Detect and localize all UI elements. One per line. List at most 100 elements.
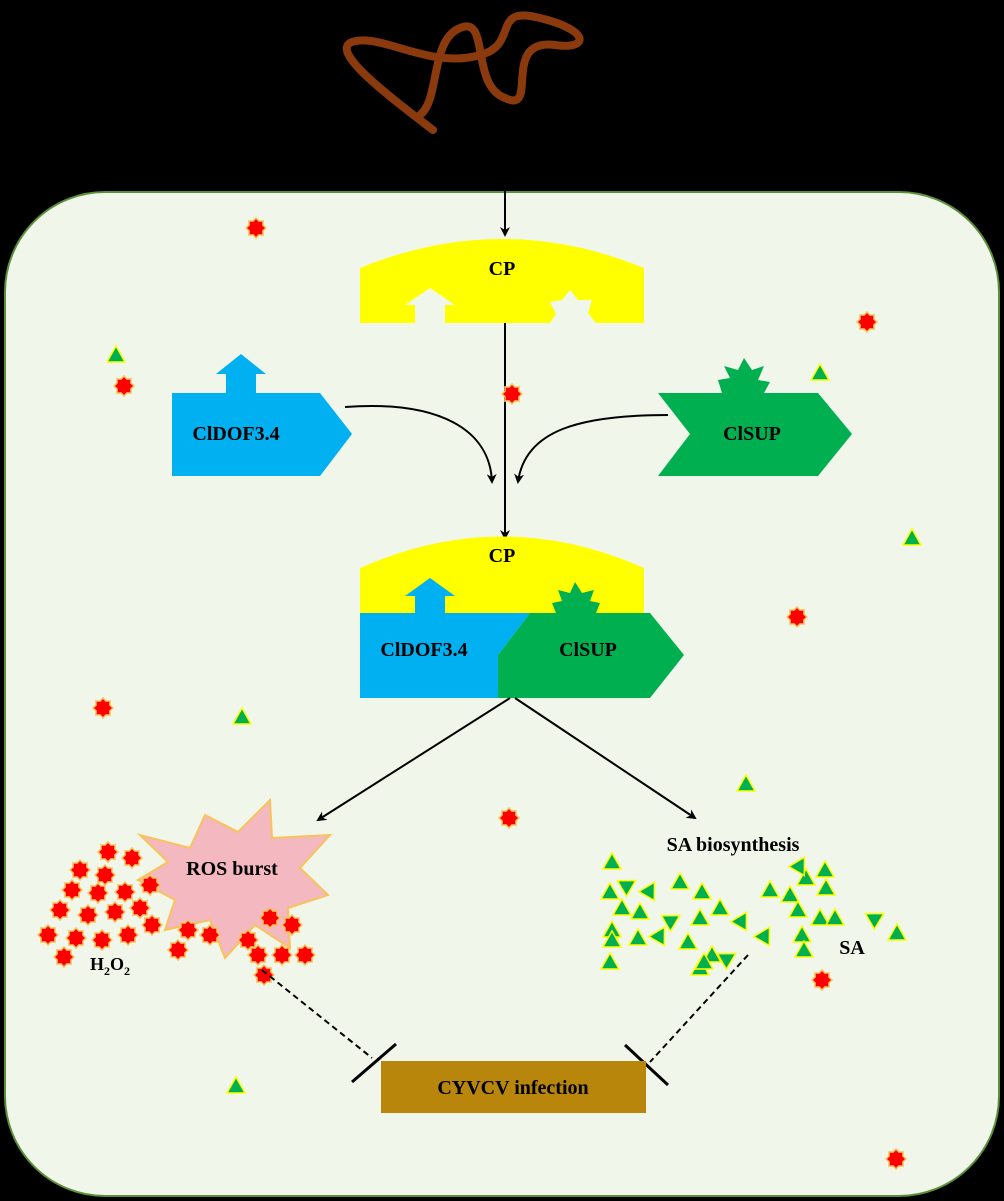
cp-top-label: CP [489, 258, 516, 280]
sa-triangle [231, 706, 253, 725]
clsup-protein: ClSUP [658, 358, 852, 476]
cyvcv-infection-label: CYVCV infection [437, 1077, 588, 1099]
complex-to-ros-arrow [316, 697, 511, 822]
ros-burst-label: ROS burst [186, 858, 278, 880]
sa-triangle [735, 773, 757, 792]
sa-triangle [759, 879, 781, 898]
sa-triangle [105, 344, 127, 363]
sa-triangle [824, 907, 846, 926]
h2o2-dot [497, 806, 521, 830]
h2o2-dot [86, 881, 110, 905]
h2o2-dot [140, 913, 164, 937]
sup-to-complex-arrow [514, 414, 669, 484]
sa-triangle [795, 867, 817, 886]
sa-molecules [599, 851, 908, 976]
sa-triangle [689, 907, 711, 926]
h2o2-dot [270, 943, 294, 967]
h2o2-dot [176, 918, 200, 942]
h2o2-dot [93, 863, 117, 887]
h2o2-dot [52, 945, 76, 969]
complex-clsup-label: ClSUP [559, 639, 617, 661]
h2o2-dot [500, 382, 524, 406]
sa-triangle [660, 914, 682, 933]
h2o2-dot [90, 928, 114, 952]
clsup-label: ClSUP [723, 423, 781, 445]
h2o2-dot [855, 310, 879, 334]
sa-triangle [709, 897, 731, 916]
sa-triangle [669, 871, 691, 890]
h2o2-dot [884, 1147, 908, 1171]
sa-triangle [864, 912, 886, 931]
sa-triangle [729, 910, 748, 932]
cyvcv-infection-box: CYVCV infection [381, 1061, 646, 1113]
ros-inhibition [261, 969, 397, 1084]
sa-triangle [599, 951, 621, 970]
sa-triangle [599, 881, 621, 900]
h2o2-dot [103, 900, 127, 924]
sa-triangle [791, 924, 813, 943]
h2o2-dot [138, 873, 162, 897]
h2o2-dot [120, 846, 144, 870]
h2o2-dot [112, 374, 136, 398]
complex-cldof34-label: ClDOF3.4 [380, 639, 467, 661]
sa-biosynthesis-label: SA biosynthesis [667, 834, 800, 856]
sa-triangle [886, 922, 908, 941]
sa-triangle [752, 925, 771, 947]
sa-triangle [647, 925, 666, 947]
sa-inhibition [623, 954, 749, 1087]
dof-to-complex-arrow [344, 405, 497, 484]
sa-triangle [787, 899, 809, 918]
cp-protein-top: CP [360, 239, 644, 323]
sa-triangle [716, 952, 738, 971]
sa-triangle [627, 927, 649, 946]
h2o2-dot [258, 906, 282, 930]
cldof34-label: ClDOF3.4 [192, 423, 279, 445]
sa-triangle [225, 1075, 247, 1094]
virus-squiggle [342, 11, 584, 134]
scattered-molecules [91, 216, 923, 1171]
h2o2-dot [96, 840, 120, 864]
h2o2-dot [116, 923, 140, 947]
h2o2-dot [113, 880, 137, 904]
sa-triangle [629, 901, 651, 920]
sa-triangle [693, 951, 715, 970]
h2o2-dot [293, 943, 317, 967]
sa-triangle [809, 362, 831, 381]
h2o2-molecules [36, 840, 317, 987]
h2o2-dot [68, 858, 92, 882]
cldof34-protein: ClDOF3.4 [172, 354, 352, 476]
sa-triangle [793, 939, 815, 958]
ros-burst: ROS burst [135, 797, 333, 960]
h2o2-dot [785, 605, 809, 629]
sa-triangle [601, 851, 623, 870]
sa-triangle [616, 879, 638, 898]
cp-complex: CP ClDOF3.4 ClSUP [360, 536, 684, 698]
h2o2-dot [198, 923, 222, 947]
sa-triangle [601, 929, 623, 948]
sa-triangle [691, 881, 713, 900]
h2o2-dot [236, 928, 260, 952]
h2o2-dot [76, 903, 100, 927]
sa-label: SA [839, 937, 865, 959]
h2o2-dot [244, 216, 268, 240]
h2o2-dot [280, 913, 304, 937]
h2o2-dot [252, 963, 276, 987]
sa-triangle [787, 855, 806, 877]
h2o2-dot [64, 926, 88, 950]
h2o2-dot [166, 938, 190, 962]
sa-triangle [815, 877, 837, 896]
h2o2-dot [48, 898, 72, 922]
h2o2-dot [60, 878, 84, 902]
sa-triangle [779, 884, 801, 903]
sa-triangle [809, 907, 831, 926]
sa-triangle [677, 931, 699, 950]
sa-triangle [814, 859, 836, 878]
sa-triangle [901, 527, 923, 546]
h2o2-dot [810, 968, 834, 992]
sa-triangle [611, 897, 633, 916]
h2o2-dot [91, 696, 115, 720]
complex-to-sa-arrow [514, 697, 697, 820]
h2o2-label: H2O2 [90, 954, 130, 978]
h2o2-dot [36, 923, 60, 947]
